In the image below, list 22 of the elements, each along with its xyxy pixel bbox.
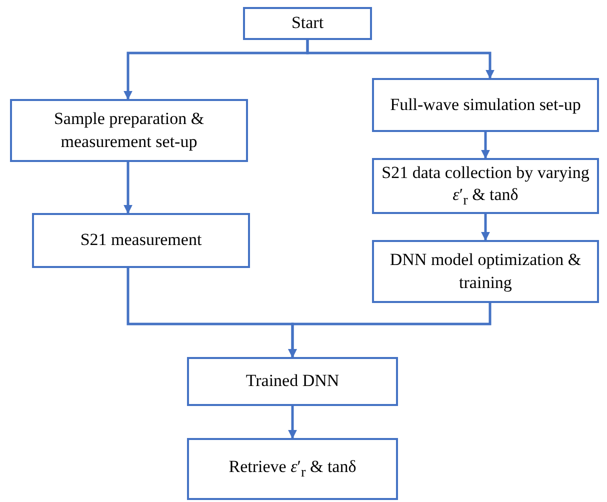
- box-label: Retrieve ε′$_{r}$ & tanδ: [228, 456, 356, 482]
- process-box: [372, 158, 599, 214]
- box-label: S21 measurement: [80, 229, 202, 252]
- box-label: S21 data collection by varying ε′$_{r}$ & tanδ: [380, 162, 590, 210]
- arrow: [288, 303, 492, 358]
- box-label: Start: [291, 12, 324, 34]
- arrow: [481, 214, 490, 241]
- arrow: [124, 162, 132, 214]
- process-box: [32, 213, 250, 268]
- process-box: [372, 78, 599, 132]
- box-label: DNN model optimization & training: [388, 249, 582, 294]
- box-label: Full-wave simulation set-up: [390, 94, 581, 116]
- arrow: [481, 132, 490, 159]
- process-box: [187, 438, 398, 500]
- process-box: [243, 7, 372, 40]
- box-label: Sample preparation & measurement set-up: [52, 108, 206, 153]
- box-label: Trained DNN: [246, 370, 340, 392]
- arrow: [306, 40, 494, 79]
- arrow: [288, 406, 297, 439]
- process-box: [372, 240, 599, 303]
- process-box: [10, 99, 248, 162]
- process-box: [187, 357, 398, 406]
